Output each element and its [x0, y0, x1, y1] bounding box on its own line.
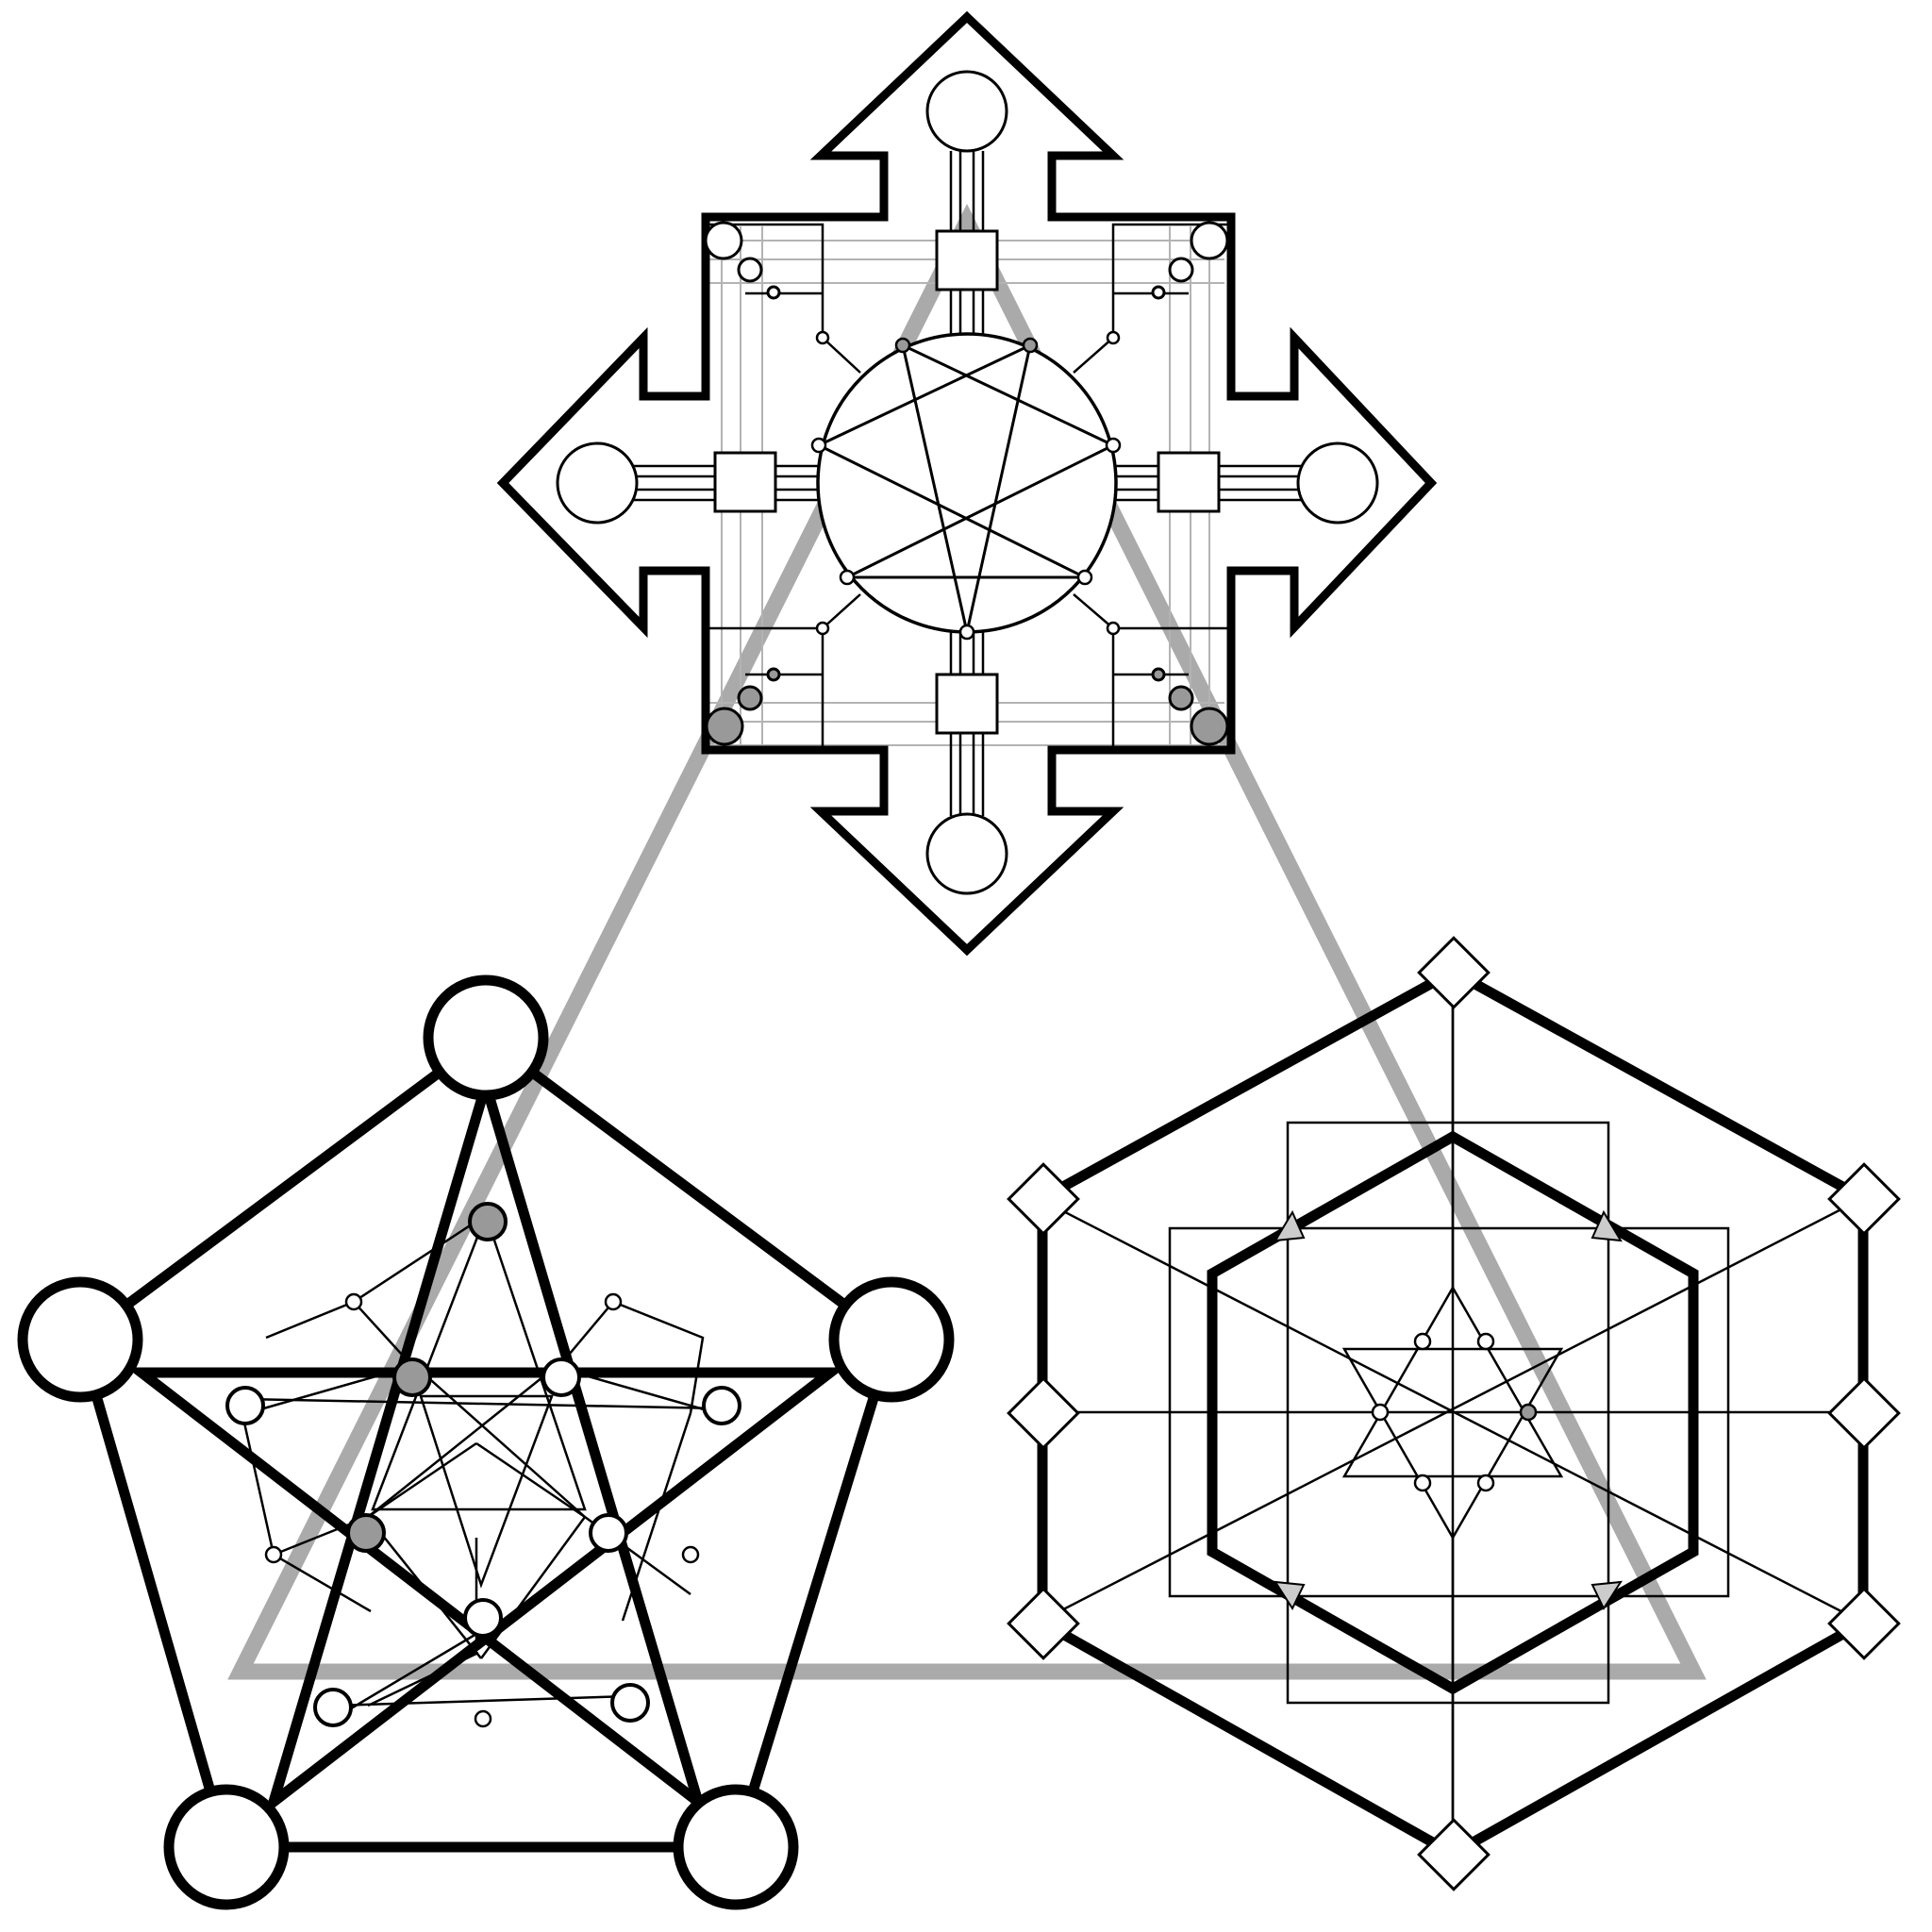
arrow-end-circles [556, 70, 1379, 895]
big-pentagram [125, 1066, 846, 1816]
hexagon-star-markers [1274, 1209, 1623, 1611]
arm-boxes [713, 229, 1221, 735]
inner-hexagon [1207, 1130, 1699, 1695]
corner-circles [704, 221, 1229, 746]
pentagon-figure [17, 974, 955, 1910]
hexagon-diamond-nodes [1007, 936, 1901, 1891]
bracket-nodes [815, 330, 1121, 636]
central-circle [816, 332, 1118, 634]
cross-arrow-figure [496, 10, 1438, 957]
pentagon-inner-net [239, 1211, 724, 1722]
hexagon-thin-lines [1037, 1000, 1864, 1863]
heptagram [815, 342, 1117, 633]
pentagon-corner-circles [17, 974, 955, 1910]
hexagon-figure [1007, 936, 1901, 1891]
pentagon-small-nodes [264, 1292, 700, 1728]
hexagon-center-nodes [1371, 1332, 1538, 1492]
pentagram-nodes [225, 1202, 741, 1727]
grey-triangle-frame [227, 204, 1707, 1680]
pentagon-outer-edges [75, 1033, 897, 1853]
cross-outline [496, 10, 1438, 957]
heptagram-nodes [810, 337, 1122, 641]
